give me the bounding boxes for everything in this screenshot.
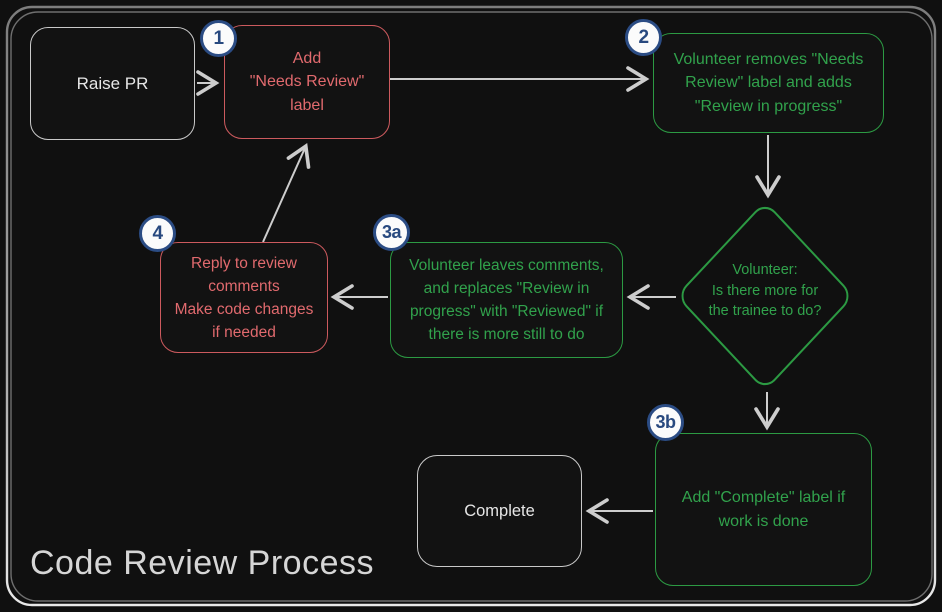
node-reply-to-review-text: Reply to review comments Make code chang… — [174, 254, 314, 341]
node-raise-pr-label: Raise PR — [76, 73, 149, 93]
node-add-complete-text: Add "Complete" label if work is done — [681, 489, 846, 530]
node-reply-to-review: Reply to review comments Make code chang… — [160, 242, 328, 353]
node-volunteer-leaves-comments-text: Volunteer leaves comments, and replaces … — [409, 257, 604, 343]
node-volunteer-leaves-comments: Volunteer leaves comments, and replaces … — [390, 242, 623, 358]
node-add-needs-review-text: Add "Needs Review" label — [249, 49, 365, 114]
step-badge-2: 2 — [625, 19, 662, 56]
step-badge-3b: 3b — [647, 404, 684, 441]
node-add-needs-review-label: Add "Needs Review" label — [224, 25, 390, 139]
node-complete-label: Complete — [464, 502, 535, 520]
node-raise-pr: Raise PR — [30, 27, 195, 140]
decision-diamond-label: Volunteer: Is there more for the trainee… — [708, 262, 822, 319]
step-badge-3a: 3a — [373, 214, 410, 251]
arrow-4-to-1 — [262, 143, 311, 243]
node-volunteer-removes-text: Volunteer removes "Needs Review" label a… — [673, 50, 864, 115]
decision-diamond — [681, 206, 849, 386]
outer-frame — [5, 5, 937, 607]
diagram-title: Code Review Process — [30, 544, 374, 582]
step-badge-4: 4 — [139, 215, 176, 252]
node-volunteer-removes: Volunteer removes "Needs Review" label a… — [653, 33, 884, 133]
step-badge-1: 1 — [200, 20, 237, 57]
node-add-complete-label: Add "Complete" label if work is done — [655, 433, 872, 586]
node-complete: Complete — [417, 455, 582, 567]
